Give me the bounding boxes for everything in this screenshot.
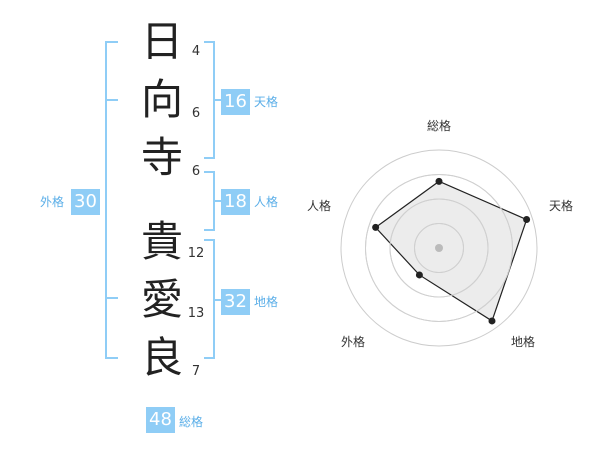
chikaku-value: 32 [221,289,250,315]
radar-axis-label-3: 地格 [511,334,535,349]
stroke-count-4: 12 [187,246,205,261]
name-char-4: 貴 [140,217,183,266]
name-char-2: 向 [140,75,183,124]
radar-point-2 [523,216,531,224]
stroke-count-3: 6 [191,164,201,179]
stroke-count-1: 4 [191,44,201,59]
jinkaku-bracket [204,171,222,231]
jinkaku-value: 18 [221,189,250,215]
tenkaku-label: 天格 [254,95,279,109]
chikaku-bracket [204,239,222,359]
name-char-3: 寺 [140,133,183,182]
radar-ring-overlay-2 [389,198,489,298]
radar-axis-label-5: 人格 [307,198,331,213]
radar-axis-label-1: 総格 [427,118,451,133]
radar-ring-overlay-3 [365,174,513,322]
tenkaku-value: 16 [221,89,250,115]
gaikaku-label: 外格 [40,195,65,209]
gaikaku-bracket [105,41,118,359]
radar-point-5 [372,223,380,231]
radar-axis-label-2: 天格 [549,198,573,213]
jinkaku-label: 人格 [254,195,279,209]
name-char-1: 日 [140,17,183,66]
stroke-count-5: 13 [187,306,205,321]
chikaku-label: 地格 [254,295,279,309]
radar-point-4 [415,271,423,279]
stroke-count-2: 6 [191,106,201,121]
radar-center-dot [435,244,443,252]
stroke-count-6: 7 [191,364,201,379]
name-char-5: 愛 [140,275,183,324]
radar-ring-overlay-1 [414,223,464,273]
soukaku-value: 48 [146,407,175,433]
radar-point-1 [435,177,443,185]
tenkaku-bracket [204,41,222,159]
radar-point-3 [488,317,496,325]
radar-data-area [374,180,528,322]
gaikaku-value: 30 [71,189,100,215]
soukaku-label: 総格 [179,415,204,429]
radar-axis-label-4: 外格 [341,334,365,349]
name-char-6: 良 [140,333,183,382]
